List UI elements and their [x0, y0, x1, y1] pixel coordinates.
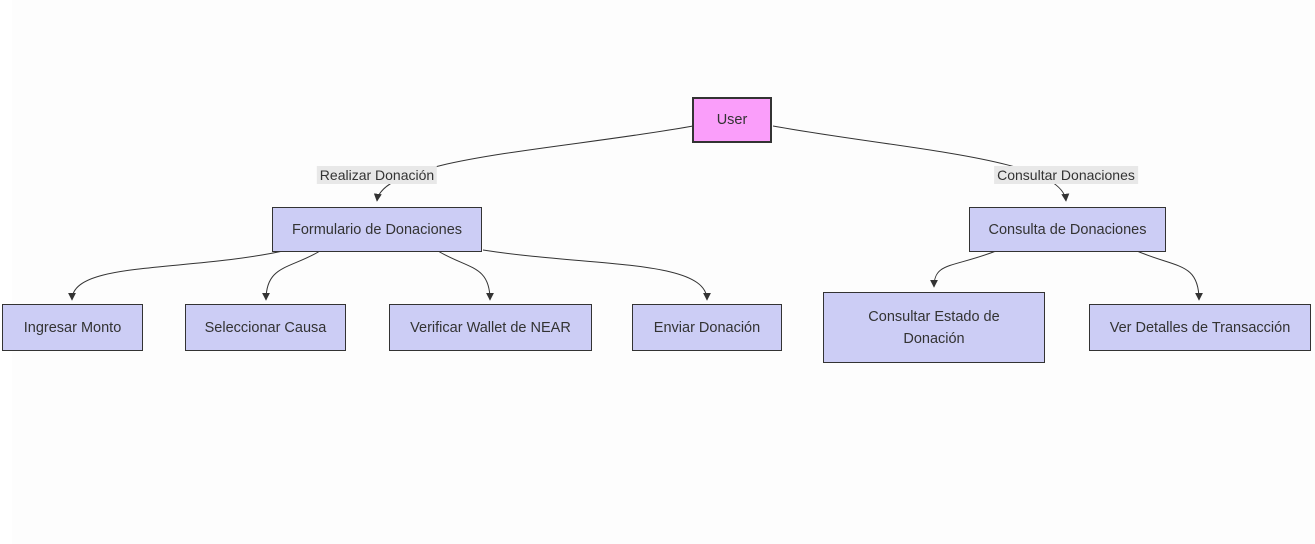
- node-seleccionar-causa: Seleccionar Causa: [185, 304, 346, 351]
- edge-formulario-seleccionar: [262, 250, 321, 301]
- left-margin-strip: [0, 0, 12, 544]
- edge-formulario-verificar: [437, 250, 494, 301]
- edge-label-consultar-donaciones: Consultar Donaciones: [994, 166, 1138, 184]
- node-user-label: User: [716, 112, 748, 128]
- node-user: User: [692, 97, 772, 143]
- edge-formulario-ingresar: [68, 250, 284, 301]
- node-enviar-donacion-label: Enviar Donación: [653, 319, 761, 336]
- node-consultar-estado: Consultar Estado de Donación: [823, 292, 1045, 363]
- node-ingresar-monto-label: Ingresar Monto: [23, 319, 122, 336]
- node-verificar-wallet: Verificar Wallet de NEAR: [389, 304, 592, 351]
- node-formulario-donaciones-label: Formulario de Donaciones: [291, 221, 463, 238]
- node-consulta-donaciones: Consulta de Donaciones: [969, 207, 1166, 252]
- edge-user-consulta: [772, 125, 1070, 202]
- node-verificar-wallet-label: Verificar Wallet de NEAR: [410, 319, 571, 336]
- node-enviar-donacion: Enviar Donación: [632, 304, 782, 351]
- node-ingresar-monto: Ingresar Monto: [2, 304, 143, 351]
- node-ver-detalles-label: Ver Detalles de Transacción: [1109, 319, 1291, 336]
- node-ver-detalles: Ver Detalles de Transacción: [1089, 304, 1311, 351]
- node-seleccionar-causa-label: Seleccionar Causa: [204, 319, 327, 336]
- node-formulario-donaciones: Formulario de Donaciones: [272, 207, 482, 252]
- edge-user-formulario: [373, 125, 694, 202]
- edge-consulta-detalles: [1136, 250, 1203, 301]
- edge-label-realizar-donacion: Realizar Donación: [316, 166, 438, 184]
- node-consultar-estado-label: Consultar Estado de Donación: [868, 308, 1000, 347]
- edge-formulario-enviar: [482, 249, 711, 301]
- edge-consulta-estado: [930, 250, 997, 288]
- node-consulta-donaciones-label: Consulta de Donaciones: [988, 221, 1147, 238]
